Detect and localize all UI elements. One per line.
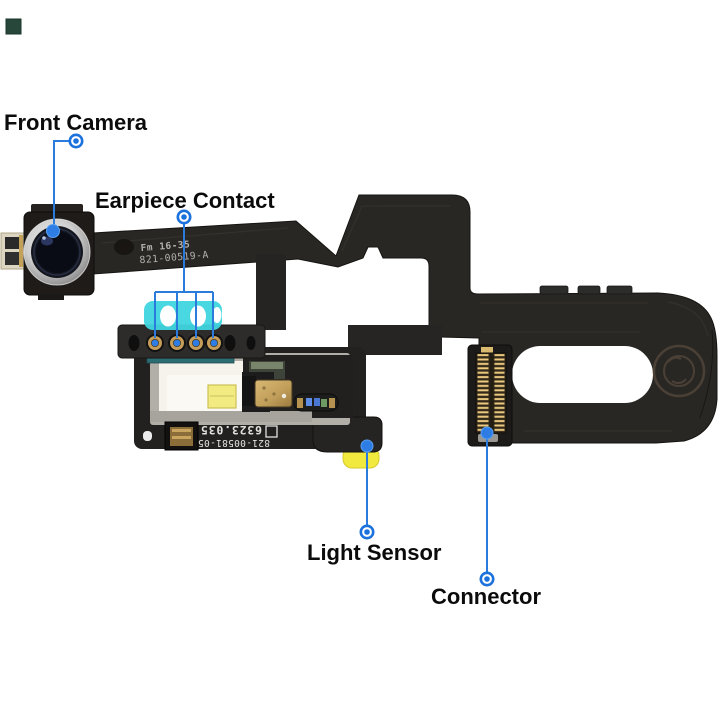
light-sensor-dot xyxy=(360,439,374,453)
earpiece-ring-marker xyxy=(176,209,192,225)
board-marking-line1: 6323.035 xyxy=(200,423,262,437)
mic-dot xyxy=(281,393,287,399)
front-camera-label: Front Camera xyxy=(4,110,148,135)
contact-dot xyxy=(151,339,159,347)
earpiece-contact-label: Earpiece Contact xyxy=(95,188,275,213)
connector-channel xyxy=(489,353,495,433)
bracket-hole xyxy=(128,335,140,351)
mic-speckle xyxy=(264,398,268,402)
front-camera-ring-marker xyxy=(68,133,84,149)
pill-cap-left xyxy=(297,398,303,408)
left-end-component-row xyxy=(172,436,191,439)
corner-color-swatch xyxy=(5,18,22,35)
pill-blue-dot xyxy=(306,398,312,406)
left-end-component-row xyxy=(172,429,191,432)
ribbon-seam xyxy=(699,329,714,419)
sensor-board-assembly: 6323.035 821-00581-05 xyxy=(117,254,442,469)
connector-ring-marker xyxy=(479,571,495,587)
board-marking-line2: 821-00581-05 xyxy=(198,437,270,448)
mic-speckle xyxy=(262,386,266,390)
flex-link xyxy=(256,254,286,330)
camera-flex-marking-line2: 821-00519-A xyxy=(139,250,209,266)
connector-label: Connector xyxy=(431,584,541,609)
earpiece-highlight xyxy=(144,301,222,330)
connector-dot xyxy=(480,426,494,440)
front-camera-dot xyxy=(46,224,60,238)
bracket-hole xyxy=(224,335,236,351)
contact-dot xyxy=(173,339,181,347)
pill-blue-dot xyxy=(314,398,320,406)
mic-clamp-top xyxy=(242,372,274,379)
light-sensor-label: Light Sensor xyxy=(307,540,442,565)
contact-dot xyxy=(192,339,200,347)
board-marking: 6323.035 821-00581-05 xyxy=(198,423,278,448)
contact-dot xyxy=(210,339,218,347)
metal-bracket-shine xyxy=(251,362,283,369)
flex-blotch xyxy=(114,239,134,255)
board-lower-edge xyxy=(150,411,312,422)
callout-lines xyxy=(53,140,488,573)
camera-flex-marking: Fm 16-35 821-00519-A xyxy=(139,239,209,266)
camera-flex-marking-line1: Fm 16-35 xyxy=(140,239,190,254)
bracket-hole xyxy=(246,336,256,350)
connector-part xyxy=(467,344,513,447)
callout-rings xyxy=(68,133,495,587)
mic-clamp-left xyxy=(242,376,256,410)
embossed-stamp xyxy=(652,344,706,398)
camera-lens xyxy=(23,218,91,286)
callout-dots xyxy=(46,224,494,453)
pill-cap-right xyxy=(329,398,335,408)
camera-side-tab-mark xyxy=(5,252,19,265)
flex-ribbon: Fm 16-35 821-00519-A xyxy=(92,194,718,444)
camera-bottom-nub xyxy=(38,294,64,300)
ribbon-cutout xyxy=(512,346,653,403)
ribbon-notches xyxy=(539,285,633,295)
mic-speckle xyxy=(272,392,276,396)
lens-glint xyxy=(42,236,46,240)
camera-side-tab-gold xyxy=(19,235,23,267)
annotations: Front Camera Earpiece Contact Light Sens… xyxy=(4,110,541,609)
front-camera-module xyxy=(0,204,95,300)
connector-top-cap xyxy=(481,347,493,353)
white-pellet xyxy=(143,431,152,441)
ribbon-creases xyxy=(101,205,709,432)
pill-green-dot xyxy=(321,399,327,407)
light-sensor-ring-marker xyxy=(359,524,375,540)
mic-clamp-bottom xyxy=(242,406,270,412)
camera-side-tab-mark xyxy=(5,237,19,249)
board-marking-box xyxy=(265,425,278,438)
